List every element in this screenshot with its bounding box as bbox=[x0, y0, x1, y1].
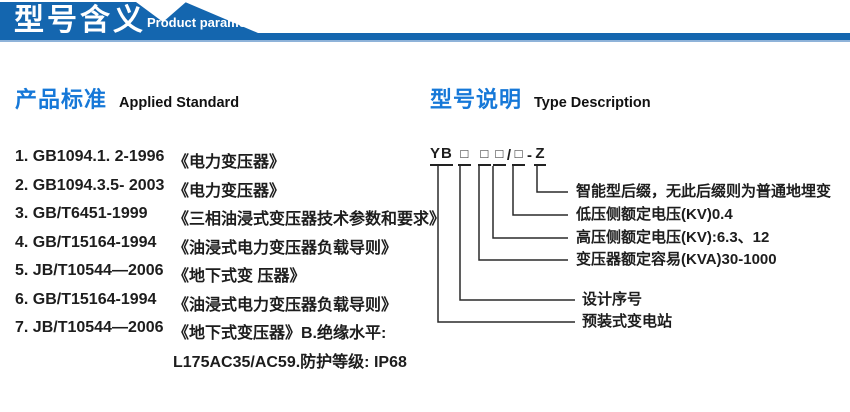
page-subtitle: Product parameters bbox=[147, 15, 270, 30]
model-segment-box3: □ bbox=[492, 145, 506, 166]
diagram-label-capacity: 变压器额定容易(KVA)30-1000 bbox=[576, 251, 777, 268]
model-segment-dash: - bbox=[527, 147, 533, 164]
standard-item-3: 3. GB/T6451-1999 《三相油浸式变压器技术参数和要求》 bbox=[15, 205, 445, 234]
header-banner: 型号含义 Product parameters bbox=[0, 0, 850, 46]
diagram-label-lv-voltage: 低压侧额定电压(KV)0.4 bbox=[576, 206, 733, 223]
type-description-title: 型号说明 Type Description bbox=[430, 82, 850, 112]
standard-code: 4. GB/T15164-1994 bbox=[15, 233, 157, 251]
model-segment-box4: □ bbox=[512, 145, 526, 166]
standard-name: 《地下式变压器》B.绝缘水平: bbox=[173, 325, 387, 342]
standard-item-7-continuation: L175AC35/AC59.防护等级: IP68 bbox=[173, 353, 407, 371]
page-title: 型号含义 bbox=[14, 4, 146, 37]
standard-name: 《油浸式电力变压器负载导则》 bbox=[173, 296, 398, 314]
diagram-label-design-serial: 设计序号 bbox=[582, 291, 643, 308]
diagram-label-smart-suffix: 智能型后缀，无此后缀则为普通地埋变 bbox=[576, 183, 832, 200]
standard-item-7: 7. JB/T10544—2006 《地下式变压器》B.绝缘水平: bbox=[15, 319, 427, 348]
standard-code: 1. GB1094.1. 2-1996 bbox=[15, 148, 165, 165]
standard-item-5: 5. JB/T10544—2006 《地下式变 压器》 bbox=[15, 262, 427, 291]
standard-code: 5. JB/T10544—2006 bbox=[15, 262, 164, 279]
model-segment-box1: □ bbox=[457, 145, 471, 166]
banner-shape bbox=[0, 2, 850, 42]
model-segment-prefix: YB bbox=[430, 145, 453, 166]
standard-item-1: 1. GB1094.1. 2-1996 《电力变压器》 bbox=[15, 148, 427, 177]
applied-standards-title: 产品标准 Applied Standard bbox=[15, 82, 427, 112]
standard-name: 《电力变压器》 bbox=[173, 154, 286, 171]
diagram-connector-lines bbox=[437, 166, 575, 323]
standard-name: 《电力变压器》 bbox=[173, 182, 286, 200]
standard-name: 《三相油浸式变压器技术参数和要求》 bbox=[173, 211, 446, 228]
standard-code: 3. GB/T6451-1999 bbox=[15, 205, 148, 222]
section-title-cn: 型号说明 bbox=[430, 87, 523, 112]
model-code-diagram: YB □ □ □ / □ - Z 智能型后缀，无此后缀则为普通地埋变 低压侧额定… bbox=[430, 136, 850, 346]
section-title-en: Applied Standard bbox=[119, 95, 240, 111]
model-segment-box2: □ bbox=[477, 145, 491, 166]
standards-list: 1. GB1094.1. 2-1996 《电力变压器》 2. GB1094.3.… bbox=[15, 148, 445, 376]
standard-item-4: 4. GB/T15164-1994 《油浸式电力变压器负载导则》 bbox=[15, 234, 427, 263]
standard-item-2: 2. GB1094.3.5- 2003 《电力变压器》 bbox=[15, 177, 427, 206]
model-code: YB □ □ □ / □ - Z bbox=[430, 142, 547, 166]
section-title-en: Type Description bbox=[534, 95, 651, 111]
standard-name: 《油浸式电力变压器负载导则》 bbox=[173, 239, 398, 257]
diagram-label-prefab-substation: 预装式变电站 bbox=[582, 313, 673, 330]
standard-name: 《地下式变 压器》 bbox=[173, 268, 306, 285]
section-title-cn: 产品标准 bbox=[15, 87, 108, 112]
model-segment-slash: / bbox=[506, 147, 512, 164]
standard-code: 6. GB/T15164-1994 bbox=[15, 290, 157, 308]
applied-standards-section: 产品标准 Applied Standard 1. GB1094.1. 2-199… bbox=[15, 82, 445, 376]
standard-code: 7. JB/T10544—2006 bbox=[15, 319, 164, 336]
standard-code: 2. GB1094.3.5- 2003 bbox=[15, 176, 165, 194]
diagram-label-hv-voltage: 高压侧额定电压(KV):6.3、12 bbox=[576, 229, 770, 246]
standard-item-6: 6. GB/T15164-1994 《油浸式电力变压器负载导则》 bbox=[15, 291, 427, 320]
type-description-section: 型号说明 Type Description YB □ □ □ / bbox=[430, 82, 850, 346]
model-segment-suffix: Z bbox=[534, 145, 547, 166]
